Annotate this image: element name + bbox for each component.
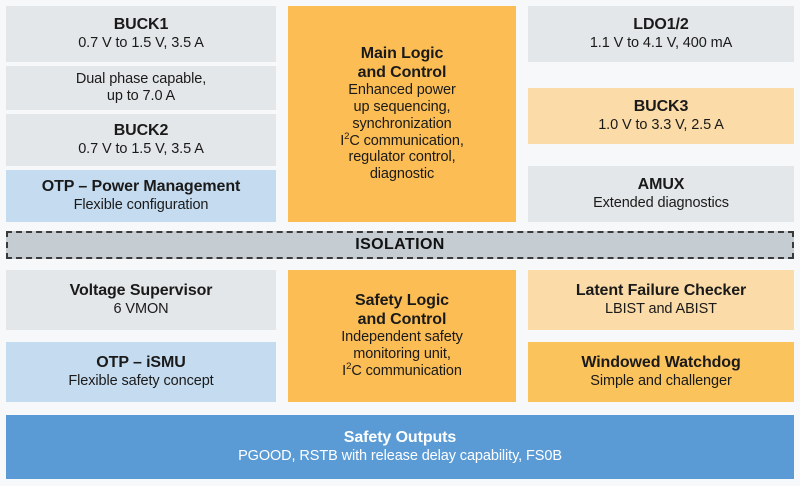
block-amux-title: AMUX [637, 176, 685, 193]
block-main-logic-body-line1: Enhanced power [348, 82, 456, 99]
block-otp-power-management[interactable]: OTP – Power Management Flexible configur… [6, 170, 276, 222]
block-windowed-watchdog-title: Windowed Watchdog [581, 354, 741, 371]
block-safety-logic-and-control[interactable]: Safety Logic and Control Independent saf… [288, 270, 516, 402]
block-otp-ismu[interactable]: OTP – iSMU Flexible safety concept [6, 342, 276, 402]
block-buck3-title: BUCK3 [633, 98, 689, 115]
block-dual-phase-line2: up to 7.0 A [106, 88, 176, 104]
block-voltage-supervisor-title: Voltage Supervisor [69, 282, 213, 299]
block-voltage-supervisor[interactable]: Voltage Supervisor 6 VMON [6, 270, 276, 330]
block-buck1[interactable]: BUCK1 0.7 V to 1.5 V, 3.5 A [6, 6, 276, 62]
block-buck3[interactable]: BUCK3 1.0 V to 3.3 V, 2.5 A [528, 88, 794, 144]
block-main-logic-body-line5: regulator control, [348, 149, 456, 166]
block-buck2-subtitle: 0.7 V to 1.5 V, 3.5 A [78, 140, 204, 157]
block-main-logic-body-line2: up sequencing, [353, 98, 451, 115]
block-main-logic-body-line3: synchronization [352, 115, 452, 132]
block-main-logic-body-line4: I2C communication, [340, 130, 464, 149]
isolation-label: ISOLATION [355, 236, 445, 253]
block-dual-phase-line1: Dual phase capable, [75, 70, 207, 87]
block-safety-logic-body-line2: monitoring unit, [353, 346, 451, 363]
block-ldo1-2-subtitle: 1.1 V to 4.1 V, 400 mA [589, 34, 733, 51]
block-safety-logic-title-line2: and Control [357, 310, 447, 328]
block-buck2[interactable]: BUCK2 0.7 V to 1.5 V, 3.5 A [6, 114, 276, 166]
block-buck2-title: BUCK2 [113, 122, 169, 139]
block-buck3-subtitle: 1.0 V to 3.3 V, 2.5 A [598, 116, 724, 133]
block-ldo1-2-title: LDO1/2 [633, 16, 689, 33]
block-latent-failure-checker-subtitle: LBIST and ABIST [605, 300, 717, 317]
block-windowed-watchdog[interactable]: Windowed Watchdog Simple and challenger [528, 342, 794, 402]
block-amux[interactable]: AMUX Extended diagnostics [528, 166, 794, 222]
block-safety-outputs-subtitle: PGOOD, RSTB with release delay capabilit… [238, 447, 562, 464]
block-main-logic-title-line2: and Control [357, 63, 447, 81]
block-safety-outputs-title: Safety Outputs [343, 429, 457, 446]
block-main-logic-body-line6: diagnostic [369, 166, 435, 183]
isolation-bar: ISOLATION [6, 231, 794, 259]
block-voltage-supervisor-subtitle: 6 VMON [113, 300, 169, 317]
block-safety-logic-body-line3: I2C communication [342, 361, 462, 379]
block-otp-ismu-title: OTP – iSMU [96, 354, 186, 371]
block-main-logic-title-line1: Main Logic [360, 45, 444, 63]
block-amux-subtitle: Extended diagnostics [593, 194, 729, 211]
block-safety-logic-title-line1: Safety Logic [355, 292, 449, 310]
block-latent-failure-checker-title: Latent Failure Checker [575, 282, 747, 299]
block-otp-power-management-subtitle: Flexible configuration [73, 196, 209, 213]
block-safety-logic-body-line1: Independent safety [341, 329, 463, 346]
block-otp-ismu-subtitle: Flexible safety concept [68, 372, 214, 389]
block-windowed-watchdog-subtitle: Simple and challenger [590, 372, 732, 389]
block-buck1-title: BUCK1 [113, 16, 169, 33]
block-main-logic-and-control[interactable]: Main Logic and Control Enhanced power up… [288, 6, 516, 222]
block-buck1-subtitle: 0.7 V to 1.5 V, 3.5 A [78, 34, 204, 51]
block-otp-power-management-title: OTP – Power Management [41, 178, 241, 195]
block-latent-failure-checker[interactable]: Latent Failure Checker LBIST and ABIST [528, 270, 794, 330]
block-safety-outputs[interactable]: Safety Outputs PGOOD, RSTB with release … [6, 415, 794, 479]
block-ldo1-2[interactable]: LDO1/2 1.1 V to 4.1 V, 400 mA [528, 6, 794, 62]
block-dual-phase[interactable]: Dual phase capable, up to 7.0 A [6, 66, 276, 110]
